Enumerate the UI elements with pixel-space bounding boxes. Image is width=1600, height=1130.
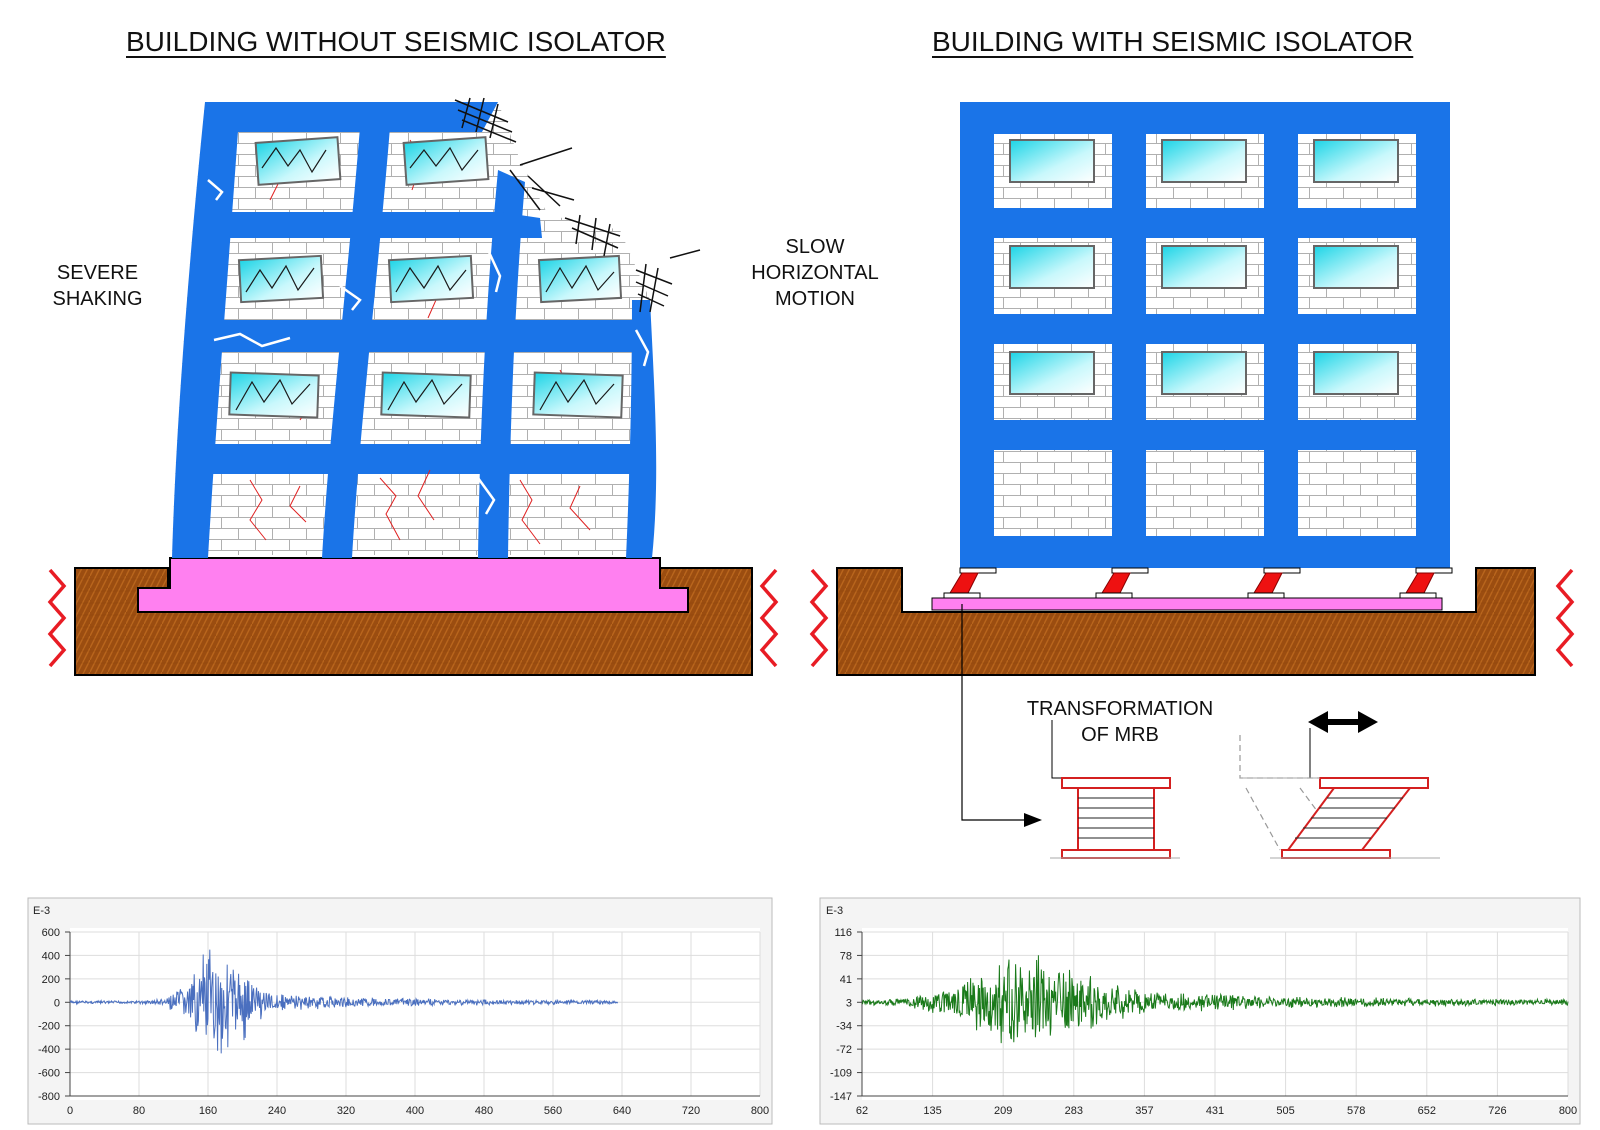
seismogram-without-isolator: E-3 0 80 160 240 320 400 480 560 640 720 800 600 400…: [27, 897, 773, 1125]
damaged-building: [172, 97, 701, 558]
heading-with-isolator: BUILDING WITH SEISMIC ISOLATOR: [932, 26, 1414, 57]
rubber-bearing-icon: [1050, 777, 1180, 859]
x-tick-label: 431: [1206, 1105, 1224, 1117]
zigzag-vibration-icon: [759, 568, 779, 668]
chart-left-unit: E-3: [33, 905, 50, 917]
y-tick-label: 3: [846, 997, 852, 1009]
y-tick-label: -72: [836, 1044, 852, 1056]
x-tick-label: 480: [475, 1105, 493, 1117]
x-tick-label: 400: [406, 1105, 424, 1117]
x-tick-label: 80: [133, 1105, 145, 1117]
intact-building: [943, 102, 1453, 599]
mrb-detail: [961, 604, 1440, 859]
x-tick-label: 800: [1559, 1105, 1577, 1117]
frame-cracks: [207, 169, 650, 515]
y-tick-label: -34: [836, 1021, 852, 1033]
x-tick-label: 283: [1065, 1105, 1083, 1117]
x-tick-label: 578: [1347, 1105, 1365, 1117]
rubber-bearing-icon: [1399, 567, 1453, 599]
y-tick-label: -147: [830, 1091, 852, 1103]
x-tick-label: 320: [337, 1105, 355, 1117]
y-tick-label: 78: [840, 950, 852, 962]
x-tick-label: 62: [856, 1105, 868, 1117]
y-tick-label: 41: [840, 974, 852, 986]
x-tick-label: 209: [994, 1105, 1012, 1117]
y-tick-label: -800: [38, 1091, 60, 1103]
isolation-foundation: [931, 597, 1443, 611]
series-line: [861, 955, 1569, 1044]
y-tick-label: 600: [42, 927, 60, 939]
x-tick-label: 640: [613, 1105, 631, 1117]
deformed-bearing-icon: [1239, 728, 1440, 859]
rubber-bearing-icon: [943, 567, 997, 599]
chart-right-unit: E-3: [826, 905, 843, 917]
transformation-of-mrb-label: TRANSFORMATION OF MRB: [1026, 698, 1214, 746]
x-tick-label: 720: [682, 1105, 700, 1117]
x-tick-label: 240: [268, 1105, 286, 1117]
x-tick-label: 560: [544, 1105, 562, 1117]
x-tick-label: 505: [1276, 1105, 1294, 1117]
x-tick-label: 652: [1418, 1105, 1436, 1117]
double-arrow-icon: [1308, 711, 1378, 733]
exposed-rebar: [454, 97, 701, 313]
seismogram-with-isolator: E-3 62 135 209 283 357 431 505 578 652 726 800 116 7…: [819, 897, 1581, 1125]
series-line: [69, 949, 619, 1054]
slow-horizontal-motion-label: SLOW HORIZONTAL MOTION: [751, 236, 879, 310]
broken-windows: [228, 136, 624, 419]
severe-shaking-label: SEVERE SHAKING: [52, 262, 143, 310]
y-tick-label: 400: [42, 950, 60, 962]
zigzag-vibration-icon: [809, 568, 829, 668]
soil-right: [836, 567, 1536, 676]
heading-without-isolator: BUILDING WITHOUT SEISMIC ISOLATOR: [126, 26, 666, 57]
y-tick-label: 0: [54, 997, 60, 1009]
rubber-bearing-icon: [1247, 567, 1301, 599]
x-tick-label: 160: [199, 1105, 217, 1117]
y-tick-label: -600: [38, 1068, 60, 1080]
isolator-bearings: [943, 567, 1453, 599]
zigzag-vibration-icon: [1555, 568, 1575, 668]
x-tick-label: 357: [1135, 1105, 1153, 1117]
rubber-bearing-icon: [1095, 567, 1149, 599]
x-tick-label: 0: [67, 1105, 73, 1117]
y-tick-label: -200: [38, 1021, 60, 1033]
chart-axes: [69, 932, 760, 1097]
zigzag-vibration-icon: [47, 568, 67, 668]
x-tick-label: 135: [923, 1105, 941, 1117]
intact-frame: [960, 102, 1450, 568]
foundation-left: [137, 557, 689, 613]
vibration-marks: [47, 568, 1575, 668]
y-tick-label: -400: [38, 1044, 60, 1056]
intact-windows: [1009, 139, 1399, 395]
damaged-frame: [172, 102, 657, 558]
x-tick-label: 800: [751, 1105, 769, 1117]
y-tick-label: -109: [830, 1068, 852, 1080]
y-tick-label: 116: [834, 927, 852, 939]
chart-axes: [861, 932, 1568, 1097]
y-tick-label: 200: [42, 974, 60, 986]
x-tick-label: 726: [1488, 1105, 1506, 1117]
